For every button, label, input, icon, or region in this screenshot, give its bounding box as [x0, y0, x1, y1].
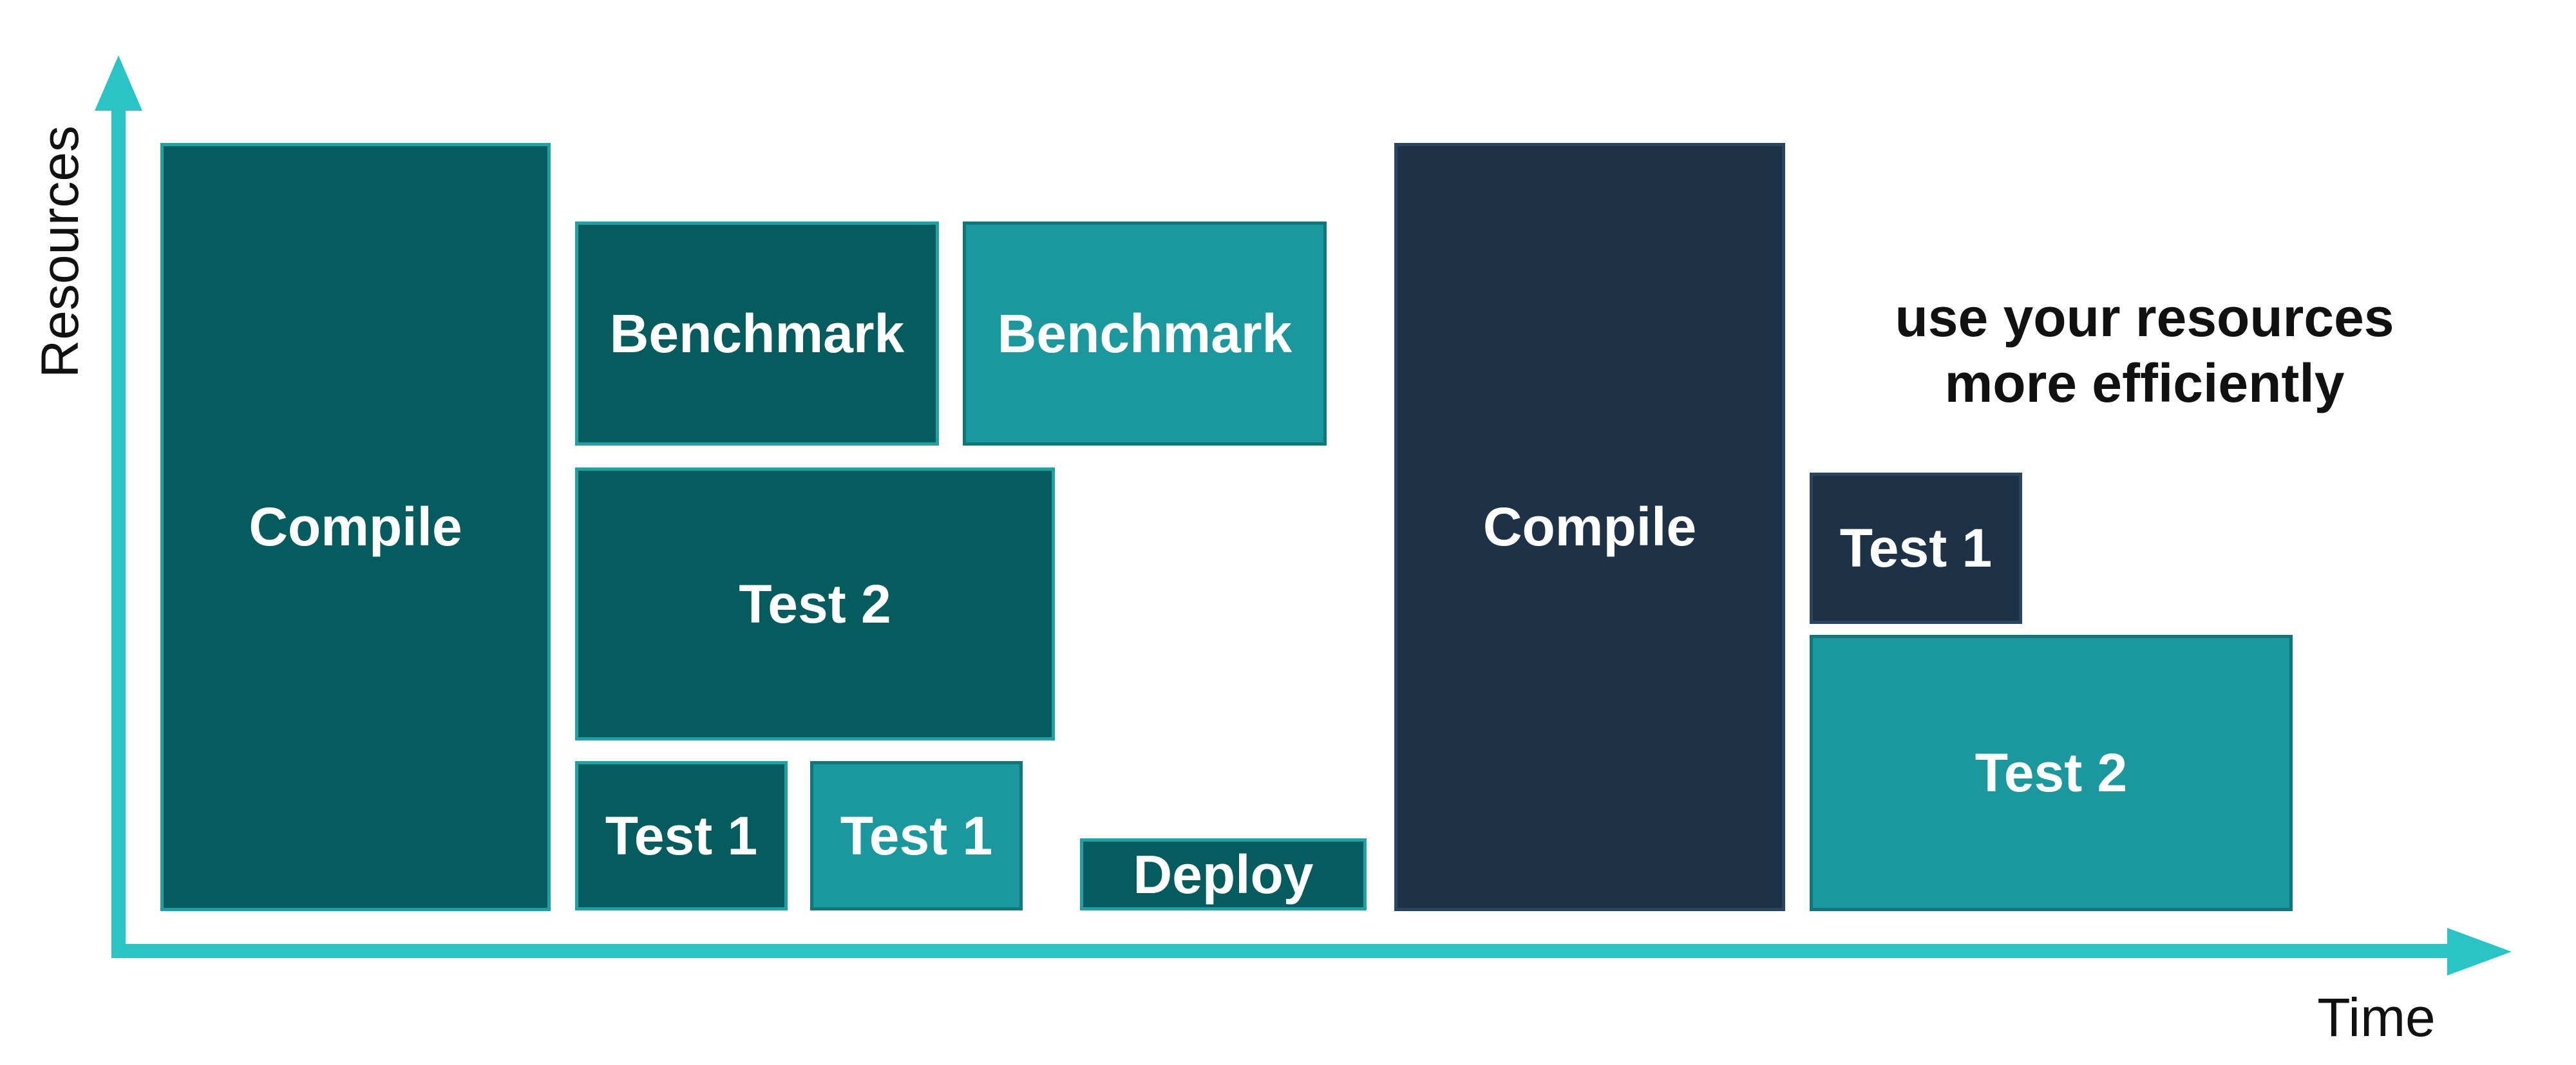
block-benchmark-dark: Benchmark [575, 221, 939, 446]
block-test2-right: Test 2 [1810, 635, 2293, 911]
block-compile-left: Compile [160, 143, 551, 911]
x-axis-arrowhead-icon [2447, 928, 2512, 975]
block-label: Test 1 [840, 805, 993, 866]
block-test1-dark: Test 1 [575, 761, 788, 910]
block-label: Benchmark [997, 303, 1293, 364]
block-test1-navy: Test 1 [1810, 473, 2022, 624]
y-axis-arrowhead-icon [95, 55, 142, 111]
block-label: Test 2 [1975, 742, 2128, 803]
block-benchmark-light: Benchmark [963, 221, 1327, 446]
block-test2-left: Test 2 [575, 467, 1055, 740]
annotation-text: use your resources more efficiently [1835, 285, 2454, 417]
block-test1-light: Test 1 [810, 761, 1023, 910]
annotation-line-1: use your resources [1895, 287, 2394, 348]
x-axis-label: Time [2317, 987, 2436, 1048]
y-axis-label: Resources [31, 126, 90, 378]
block-label: Test 1 [1839, 518, 1993, 578]
block-label: Benchmark [609, 303, 905, 364]
x-axis-line [111, 944, 2449, 958]
y-axis-line [111, 104, 126, 958]
block-label: Deploy [1133, 844, 1314, 905]
block-label: Compile [249, 496, 462, 557]
block-label: Test 2 [739, 573, 891, 634]
block-label: Test 1 [605, 805, 758, 866]
block-deploy: Deploy [1080, 838, 1367, 910]
block-label: Compile [1482, 496, 1697, 557]
annotation-line-2: more efficiently [1944, 353, 2345, 414]
block-compile-right: Compile [1394, 143, 1785, 911]
